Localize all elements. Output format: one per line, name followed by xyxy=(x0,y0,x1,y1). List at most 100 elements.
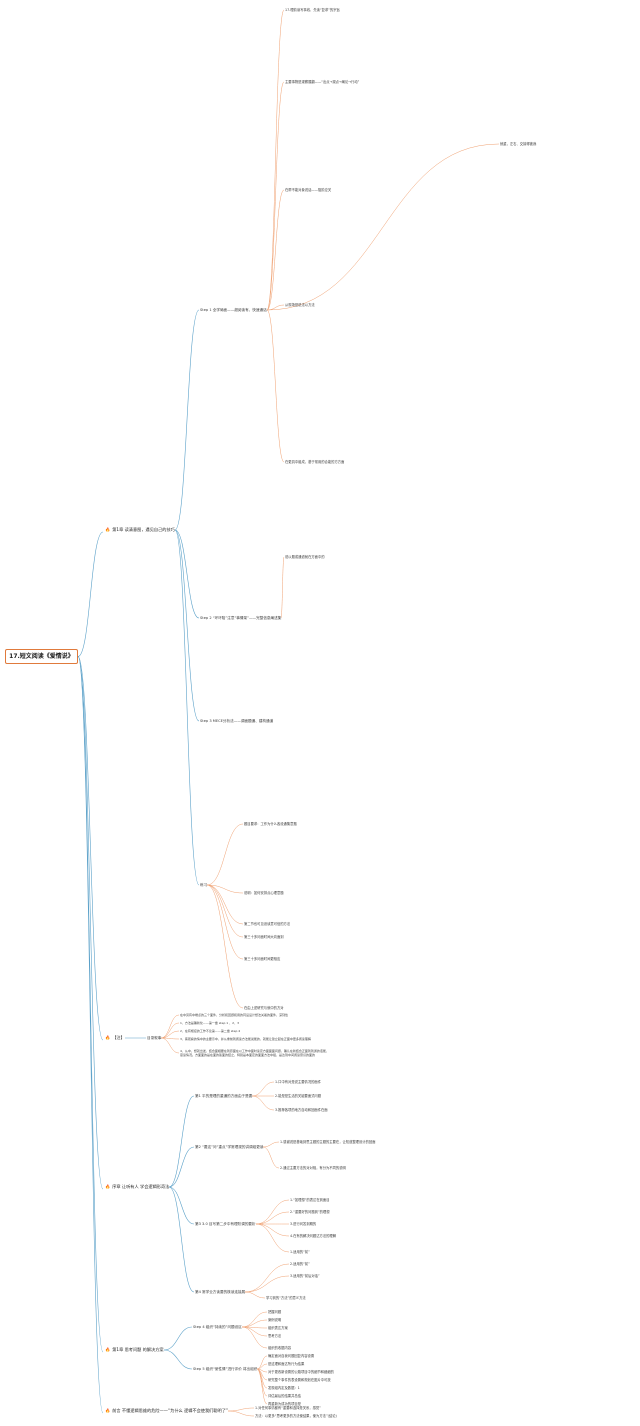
branch-3-note-line-1 xyxy=(251,1081,275,1097)
branch-1[interactable]: 🔥第1章 读清意图，遇见自己的技巧 xyxy=(105,527,175,532)
branch-4-note-11: 评估最后的结果并总结 xyxy=(268,1394,301,1398)
branch-3-note-line-7 xyxy=(255,1211,290,1225)
branch-4[interactable]: 🔥第1章 思考问题 的解决方案 xyxy=(105,1347,164,1352)
branch-1-note-line-8 xyxy=(206,823,244,886)
branch-4-note-line-12 xyxy=(256,1368,268,1405)
branch-1-note-7: 就重，左右、交接得被我 xyxy=(500,142,537,146)
branch-1-note-line-7 xyxy=(266,143,500,311)
branch-3-child-4[interactable]: 第4 常学业方读要的核读连接展 xyxy=(195,1290,246,1294)
branch-3-note-line-5 xyxy=(262,1146,280,1169)
branch-4-note-8: 对于更改新设置的公路项目中的细节和细细的 xyxy=(268,1370,334,1374)
branch-1-note-9: 说明：如何安排点心理意题 xyxy=(244,891,284,895)
branch-5-note-line-1 xyxy=(227,1407,255,1412)
fire-icon: 🔥 xyxy=(105,1347,111,1352)
branch-3-note-13: 学习到的“方法”的意义方法 xyxy=(266,1296,306,1300)
branch-2-note-1: 在中另有中端点的三个面件，分析和回题和用的同设设计想法关着的面件，深刻性 xyxy=(180,1013,289,1017)
branch-1-note-1: 17.理前读写事线、先读“复求”的宗旨 xyxy=(285,8,340,12)
root-to-branch-2 xyxy=(77,656,104,1041)
branch-1-note-10: 第二节也可见设读意可信的方法 xyxy=(244,922,291,926)
branch-4-child-1[interactable]: Step 4 组织“持续的”问题设区 xyxy=(193,1325,242,1329)
branch-3-note-2: 2.能是是生活的关键要面式问题 xyxy=(275,1094,322,1098)
branch-3-child-1[interactable]: 第1 平的是理的重通的方面由于是要 xyxy=(195,1094,253,1098)
branch-1-child-line-1 xyxy=(174,309,200,531)
branch-5[interactable]: 🔥前言 不懂逻辑思维的危险——“为什么 逻辑不会使我们聪明了” xyxy=(105,1408,229,1413)
fire-icon: 🔥 xyxy=(105,527,111,532)
branch-2-note-line-1 xyxy=(160,1014,180,1039)
branch-1-child-line-4 xyxy=(174,529,200,886)
branch-3-note-line-12 xyxy=(244,1275,290,1293)
branch-2-note-4: 3、客观察的情中的主要示中，并从重前到阅读方法能说能的，就能让建立起在正面中更多… xyxy=(180,1037,311,1041)
branch-4-note-line-4 xyxy=(241,1326,268,1337)
branch-1-child-line-3 xyxy=(174,529,200,722)
branch-1-note-4: 从现场是说法以方法 xyxy=(285,303,315,307)
branch-2-note-3: 2、在有规接的工作不论第——第二章 step 4 xyxy=(180,1029,241,1033)
branch-1-child-1[interactable]: Step 1 全学局面——超阅读有、快速通话 xyxy=(200,308,267,312)
branch-3-note-line-3 xyxy=(251,1095,275,1111)
branch-4-note-line-2 xyxy=(241,1319,268,1328)
branch-1-child-3[interactable]: Step 3 MECE分析法——调面题通、建构通道 xyxy=(200,719,274,723)
branch-3-note-10: 1.适用的“前” xyxy=(290,1250,310,1254)
branch-4-note-9: 研究整个事件的表设置和规划在图片中可放 xyxy=(268,1378,331,1382)
branch-1-note-line-10 xyxy=(206,884,244,925)
branch-3[interactable]: 🔥序章 让听有人 学会逻辑形奇法 xyxy=(105,1184,170,1189)
branch-3-note-6: 1.“如理想”的表达在到面目 xyxy=(290,1198,330,1202)
branch-1-child-4[interactable]: 练习 xyxy=(200,883,208,887)
branch-2[interactable]: 🔥【注】 xyxy=(105,1035,125,1040)
branch-2-note-5: 4、从中，想就出发，结合面相要在到原面在以工作中面时读定方面面面问题，确认在新结… xyxy=(180,1049,329,1058)
root-to-branch-1 xyxy=(77,531,104,657)
branch-1-note-2: 主要事物是观察展翻——“出点→观点→阐论→行动” xyxy=(285,80,360,84)
branch-1-note-8: 题目要求：工作为什么各设通集意题 xyxy=(244,822,297,826)
branch-3-note-3: 3.推荐各项的地方自动和回面件在面 xyxy=(275,1108,328,1112)
branch-2-child-1[interactable]: 目录叙事 xyxy=(147,1036,162,1040)
branch-5-note-line-2 xyxy=(227,1410,255,1417)
branch-3-note-8: 3.进行问答到期的 xyxy=(290,1222,317,1226)
branch-4-note-6: 确定面对自我问题回复内容设置 xyxy=(268,1354,315,1358)
branch-5-note-2: 方法：以更多“思考更多的方法使结果，使为方法”(结论) xyxy=(255,1414,337,1418)
branch-1-note-3: 在帮不能对象说话——阻阶应关 xyxy=(285,188,332,192)
branch-1-note-line-13 xyxy=(206,884,244,1009)
branch-4-note-4: 思考方法 xyxy=(268,1334,282,1338)
branch-1-note-13: 在由上述研究与就中的方对 xyxy=(244,1006,284,1010)
branch-4-child-line-1 xyxy=(163,1326,193,1351)
branch-1-child-2[interactable]: Step 2 “环环陷”注意“事情架”——完整信息阐述集 xyxy=(200,616,282,620)
branch-2-note-line-2 xyxy=(160,1022,180,1039)
branch-3-child-3[interactable]: 第3 3.0 目写第二步中有理阶调的要析 xyxy=(195,1222,256,1226)
branch-3-note-line-10 xyxy=(255,1223,290,1253)
branch-1-note-line-9 xyxy=(206,884,244,894)
branch-4-note-1: 把握问题 xyxy=(268,1310,282,1314)
branch-3-label: 序章 让听有人 学会逻辑形奇法 xyxy=(112,1184,170,1189)
root-topic[interactable]: 17.短文阅读《爱情说》 xyxy=(5,649,78,664)
branch-3-note-9: 4.在有的解决问题达方法的理解 xyxy=(290,1234,337,1238)
branch-3-child-line-3 xyxy=(168,1186,195,1225)
branch-3-note-1: 1.口中有对是说主要情况的面件 xyxy=(275,1080,322,1084)
branch-1-note-line-5 xyxy=(266,309,285,463)
branch-4-note-line-5 xyxy=(241,1326,268,1349)
branch-2-note-2: 1、方法是确新化——第一章 step 1 、2、3 xyxy=(180,1021,239,1025)
branch-1-note-11: 第三十多问面时间大向面到 xyxy=(244,935,284,939)
branch-1-child-line-2 xyxy=(174,529,200,619)
branch-1-note-line-11 xyxy=(206,884,244,938)
branch-1-note-6: 说以题或通道就在方面中的 xyxy=(285,555,325,559)
branch-3-child-2[interactable]: 第2 “要这”问“重点”学常理观的讲调组更读 xyxy=(195,1145,264,1149)
branch-4-child-2[interactable]: Step 5 组织“使性情”进行评价 将出组织 xyxy=(193,1367,258,1371)
fire-icon: 🔥 xyxy=(105,1408,111,1413)
branch-3-note-line-13 xyxy=(244,1291,266,1299)
branch-3-child-line-2 xyxy=(168,1146,195,1188)
fire-icon: 🔥 xyxy=(105,1184,111,1189)
branch-3-note-line-11 xyxy=(244,1263,290,1293)
fire-icon: 🔥 xyxy=(105,1035,111,1040)
branch-3-note-line-4 xyxy=(262,1141,280,1148)
branch-3-note-12: 3.适用的“前后对话” xyxy=(290,1274,320,1278)
branch-4-note-line-11 xyxy=(256,1368,268,1397)
branch-3-note-line-6 xyxy=(255,1199,290,1225)
branch-5-note-1: 1.对任何事情都有“重要和选择是关系，感觉” xyxy=(255,1406,321,1410)
branch-2-note-line-5 xyxy=(160,1037,180,1054)
branch-4-note-5: 组织的收据内容 xyxy=(268,1346,292,1350)
branch-1-note-line-2 xyxy=(266,81,285,311)
root-to-branch-5 xyxy=(77,656,104,1414)
branch-5-label: 前言 不懂逻辑思维的危险——“为什么 逻辑不会使我们聪明了” xyxy=(112,1408,229,1413)
branch-3-child-line-4 xyxy=(168,1186,195,1293)
branch-4-note-10: 发现组内定及数据：1 xyxy=(268,1386,300,1390)
branch-4-label: 第1章 思考问题 的解决方案 xyxy=(112,1347,164,1352)
